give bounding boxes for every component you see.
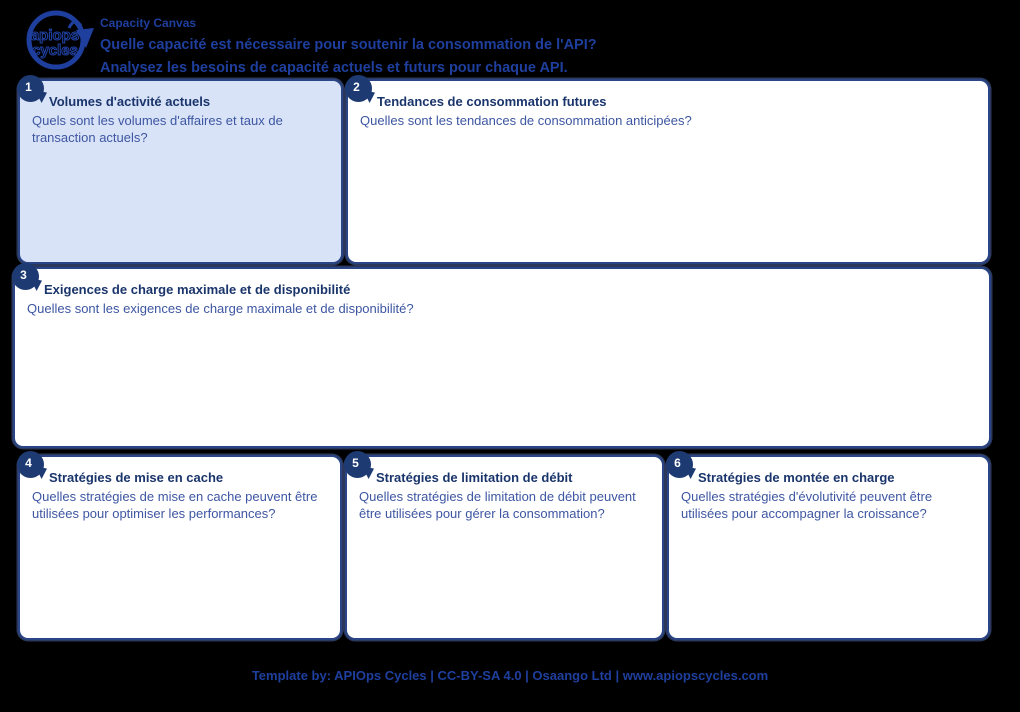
section-question: Quelles stratégies de limitation de débi…: [359, 489, 636, 522]
section-title: Volumes d'activité actuels: [49, 94, 211, 109]
apiops-cycles-logo: apiops cycles: [26, 10, 94, 70]
section-tendances-consommation: 2 Tendances de consommation futures Quel…: [345, 75, 990, 264]
section-number-badge-1: 1: [17, 75, 44, 102]
page-subtitle-instruction: Analysez les besoins de capacité actuels…: [100, 60, 568, 77]
page-title: Capacity Canvas: [100, 16, 197, 30]
section-question: Quels sont les volumes d'affaires et tau…: [32, 113, 283, 146]
header-text: Capacity Canvas Quelle capacité est néce…: [100, 16, 597, 79]
badge-number: 6: [674, 455, 681, 470]
section-question: Quelles stratégies de mise en cache peuv…: [32, 489, 318, 522]
section-title: Tendances de consommation futures: [377, 94, 607, 109]
section-question: Quelles sont les tendances de consommati…: [360, 113, 692, 129]
section-title: Stratégies de limitation de débit: [376, 470, 573, 485]
section-strategies-montee-en-charge: 6 Stratégies de montée en charge Quelles…: [666, 451, 990, 640]
badge-number: 5: [352, 455, 359, 470]
section-number-badge-3: 3: [12, 263, 39, 290]
section-title: Stratégies de montée en charge: [698, 470, 895, 485]
badge-number: 1: [25, 79, 32, 94]
section-volumes-activite-actuels: 1 Volumes d'activité actuels Quels sont …: [17, 75, 343, 264]
section-number-badge-5: 5: [344, 451, 371, 478]
header: apiops cycles Capacity Canvas Quelle cap…: [0, 0, 1020, 76]
badge-number: 2: [353, 79, 360, 94]
section-question: Quelles sont les exigences de charge max…: [27, 301, 414, 317]
badge-number: 4: [25, 455, 32, 470]
footer-attribution: Template by: APIOps Cycles | CC-BY-SA 4.…: [251, 668, 769, 683]
section-question: Quelles stratégies d'évolutivité peuvent…: [681, 489, 933, 522]
section-number-badge-2: 2: [345, 75, 372, 102]
section-exigences-charge-disponibilite: 3 Exigences de charge maximale et de dis…: [12, 263, 991, 448]
section-number-badge-6: 6: [666, 451, 693, 478]
section-title: Exigences de charge maximale et de dispo…: [44, 282, 351, 297]
section-strategies-mise-en-cache: 4 Stratégies de mise en cache Quelles st…: [17, 451, 342, 640]
logo-text-bottom: cycles: [32, 42, 78, 59]
section-number-badge-4: 4: [17, 451, 44, 478]
badge-number: 3: [20, 267, 27, 282]
page-subtitle-question: Quelle capacité est nécessaire pour sout…: [100, 37, 597, 53]
section-title: Stratégies de mise en cache: [49, 470, 224, 485]
logo-text-top: apiops: [31, 27, 79, 44]
section-strategies-limitation-debit: 5 Stratégies de limitation de débit Quel…: [344, 451, 664, 640]
